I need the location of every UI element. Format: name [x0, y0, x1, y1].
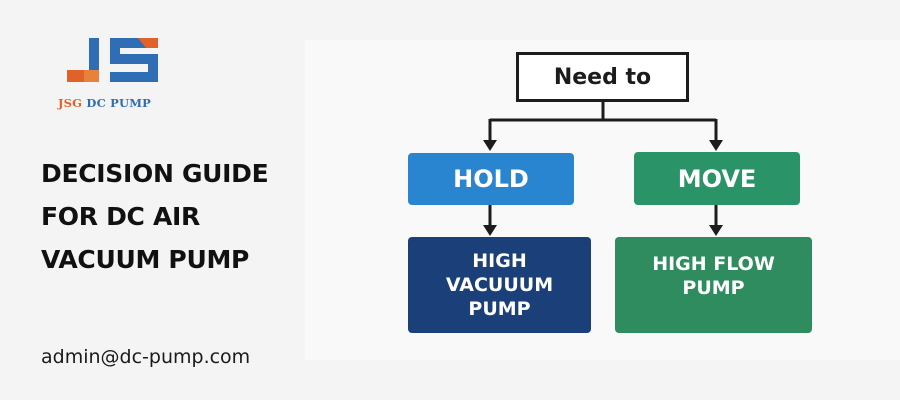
- result-right-line-2: PUMP: [682, 277, 745, 299]
- title-line-2: FOR DC AIR: [41, 202, 200, 231]
- branch-node-move: MOVE: [634, 152, 800, 205]
- logo-text-dc-pump: DC PUMP: [86, 96, 151, 110]
- title-line-1: DECISION GUIDE: [41, 159, 269, 188]
- jsg-logo-mark: [67, 38, 158, 82]
- page-title: DECISION GUIDE FOR DC AIR VACUUM PUMP: [41, 152, 301, 281]
- branch-node-move-label: MOVE: [677, 164, 757, 193]
- result-left-line-2: VACUUUM: [445, 274, 554, 296]
- contact-email[interactable]: admin@dc-pump.com: [41, 346, 251, 368]
- result-node-high-flow-pump: HIGH FLOW PUMP: [615, 237, 812, 333]
- result-left-line-1: HIGH: [472, 250, 527, 272]
- arrowhead-to-hold: [483, 140, 497, 151]
- arrowhead-move-to-result: [709, 225, 723, 236]
- logo-text: JSG DC PUMP: [58, 96, 168, 110]
- jsg-logo: JSG DC PUMP: [58, 34, 168, 114]
- root-node-need-to: Need to: [516, 52, 689, 102]
- result-node-high-vacuum-pump: HIGH VACUUUM PUMP: [408, 237, 591, 333]
- root-node-label: Need to: [553, 64, 652, 90]
- branch-node-hold-label: HOLD: [453, 165, 529, 193]
- arrowhead-to-move: [709, 140, 723, 151]
- result-left-line-3: PUMP: [468, 298, 531, 320]
- branch-node-hold: HOLD: [408, 153, 574, 205]
- title-line-3: VACUUM PUMP: [41, 245, 250, 274]
- arrowhead-hold-to-result: [483, 225, 497, 236]
- result-right-line-1: HIGH FLOW: [652, 253, 775, 275]
- logo-text-jsg: JSG: [58, 96, 83, 110]
